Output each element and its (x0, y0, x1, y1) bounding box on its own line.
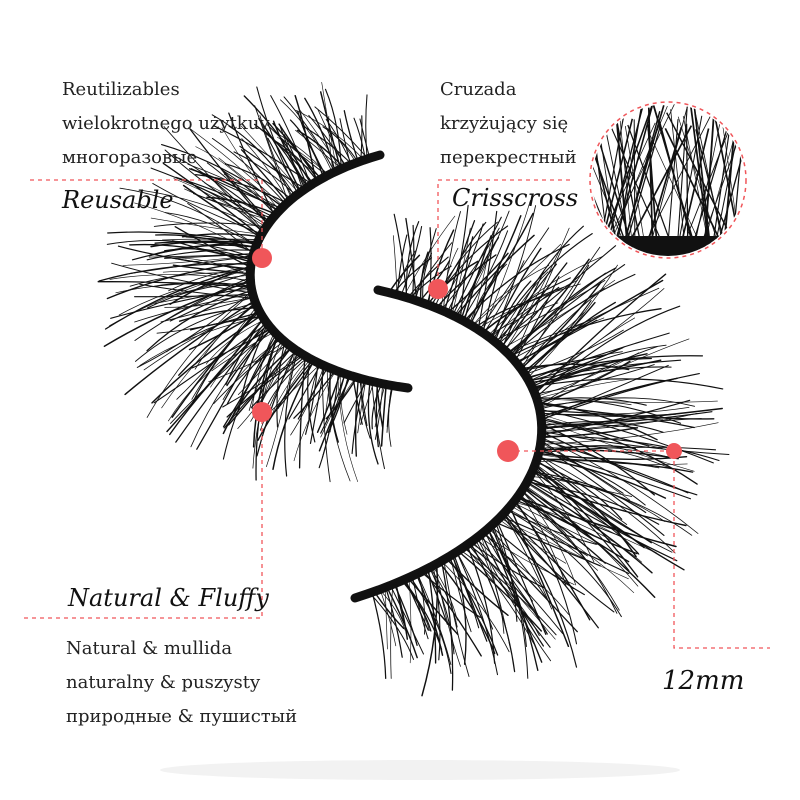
length-label: 12mm (662, 666, 745, 696)
crisscross-line-3: перекрестный (440, 147, 577, 168)
floor-shadow (160, 760, 680, 780)
marker-dots (252, 248, 682, 462)
crisscross-leader (437, 179, 570, 288)
crisscross-title: Crisscross (452, 184, 579, 212)
reusable-line-2: wielokrotnego użytkuv (62, 113, 270, 134)
reusable-line-3: многоразовые (62, 147, 198, 168)
length-end-dot (666, 443, 682, 459)
leader-lines (20, 179, 770, 649)
natural-dot (252, 402, 272, 422)
reusable-dot (252, 248, 272, 268)
crisscross-line-2: krzyżujący się (440, 113, 569, 134)
natural-line-2: naturalny & puszysty (66, 672, 261, 693)
reusable-leader (30, 179, 263, 258)
natural-title: Natural & Fluffy (68, 584, 269, 612)
natural-line-3: природные & пушистый (66, 706, 298, 727)
crisscross-line-1: Cruzada (440, 79, 517, 100)
crisscross-dot (428, 279, 448, 299)
length-leader (508, 450, 770, 649)
natural-line-1: Natural & mullida (66, 638, 233, 659)
length-start-dot (497, 440, 519, 462)
lower-right-eyelash (350, 200, 730, 697)
reusable-line-1: Reutilizables (62, 79, 180, 100)
reusable-title: Reusable (62, 186, 174, 214)
upper-left-eyelash (97, 81, 413, 483)
